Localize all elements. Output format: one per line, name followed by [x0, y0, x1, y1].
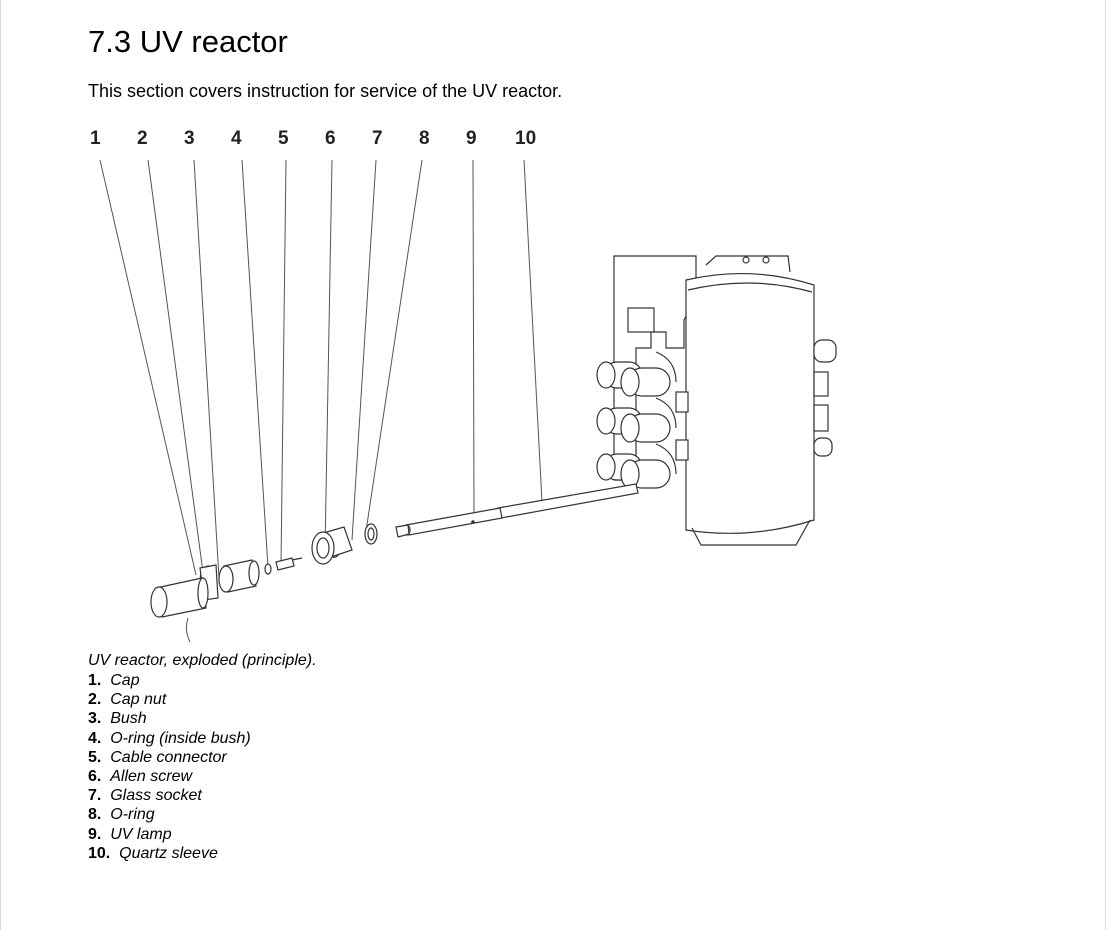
legend-text: Quartz sleeve — [119, 844, 218, 862]
legend-item: 10. Quartz sleeve — [88, 844, 251, 863]
exploded-diagram: 1 2 3 4 5 6 7 8 9 10 — [90, 128, 837, 643]
section-title: 7.3 UV reactor — [88, 24, 288, 59]
legend-number: 6. — [88, 768, 102, 786]
callout-8: 8 — [419, 128, 430, 149]
legend-number: 5. — [88, 748, 102, 766]
legend-text: Glass socket — [110, 787, 202, 805]
legend-text: Cap — [110, 672, 140, 689]
legend-number: 8. — [88, 806, 102, 824]
quartz-sleeve — [395, 483, 639, 538]
section-intro: This section covers instruction for serv… — [88, 81, 563, 101]
legend-text: Bush — [110, 710, 147, 728]
figure-caption: UV reactor, exploded (principle). — [88, 652, 317, 669]
legend-text: Allen screw — [110, 768, 193, 786]
legend-number: 7. — [88, 787, 102, 805]
legend-number: 1. — [88, 672, 102, 689]
legend-item: 7. Glass socket — [88, 786, 251, 805]
legend-number: 10. — [88, 844, 111, 862]
exploded-parts — [150, 523, 378, 618]
callout-numbers: 1 2 3 4 5 6 7 8 9 10 — [90, 128, 536, 149]
legend-text: UV lamp — [110, 825, 172, 843]
legend-item: 3. Bush — [88, 709, 251, 728]
callout-3: 3 — [184, 128, 195, 149]
legend-item: 5. Cable connector — [88, 748, 251, 767]
legend-text: O-ring (inside bush) — [110, 729, 251, 747]
callout-4: 4 — [231, 128, 242, 149]
legend-number: 4. — [88, 729, 102, 747]
legend-number: 2. — [88, 691, 102, 709]
reactor-body — [613, 255, 837, 546]
legend-text: Cable connector — [110, 748, 227, 766]
legend-item: 1. Cap — [88, 671, 251, 690]
callout-2: 2 — [137, 128, 148, 149]
legend-number: 3. — [88, 710, 102, 728]
callout-7: 7 — [372, 128, 383, 149]
parts-legend: 1. Cap 2. Cap nut 3. Bush 4. O-ring (ins… — [88, 671, 251, 863]
callout-1: 1 — [90, 128, 101, 149]
leader-lines — [99, 159, 543, 643]
legend-item: 6. Allen screw — [88, 767, 251, 786]
legend-number: 9. — [88, 825, 102, 843]
legend-text: Cap nut — [110, 691, 167, 709]
legend-item: 4. O-ring (inside bush) — [88, 729, 251, 748]
legend-text: O-ring — [110, 806, 155, 824]
callout-10: 10 — [515, 128, 536, 149]
legend-item: 8. O-ring — [88, 805, 251, 824]
callout-5: 5 — [278, 128, 289, 149]
callout-6: 6 — [325, 128, 336, 149]
callout-9: 9 — [466, 128, 477, 149]
legend-item: 9. UV lamp — [88, 825, 251, 844]
legend-item: 2. Cap nut — [88, 690, 251, 709]
lamp-caps — [596, 351, 677, 489]
